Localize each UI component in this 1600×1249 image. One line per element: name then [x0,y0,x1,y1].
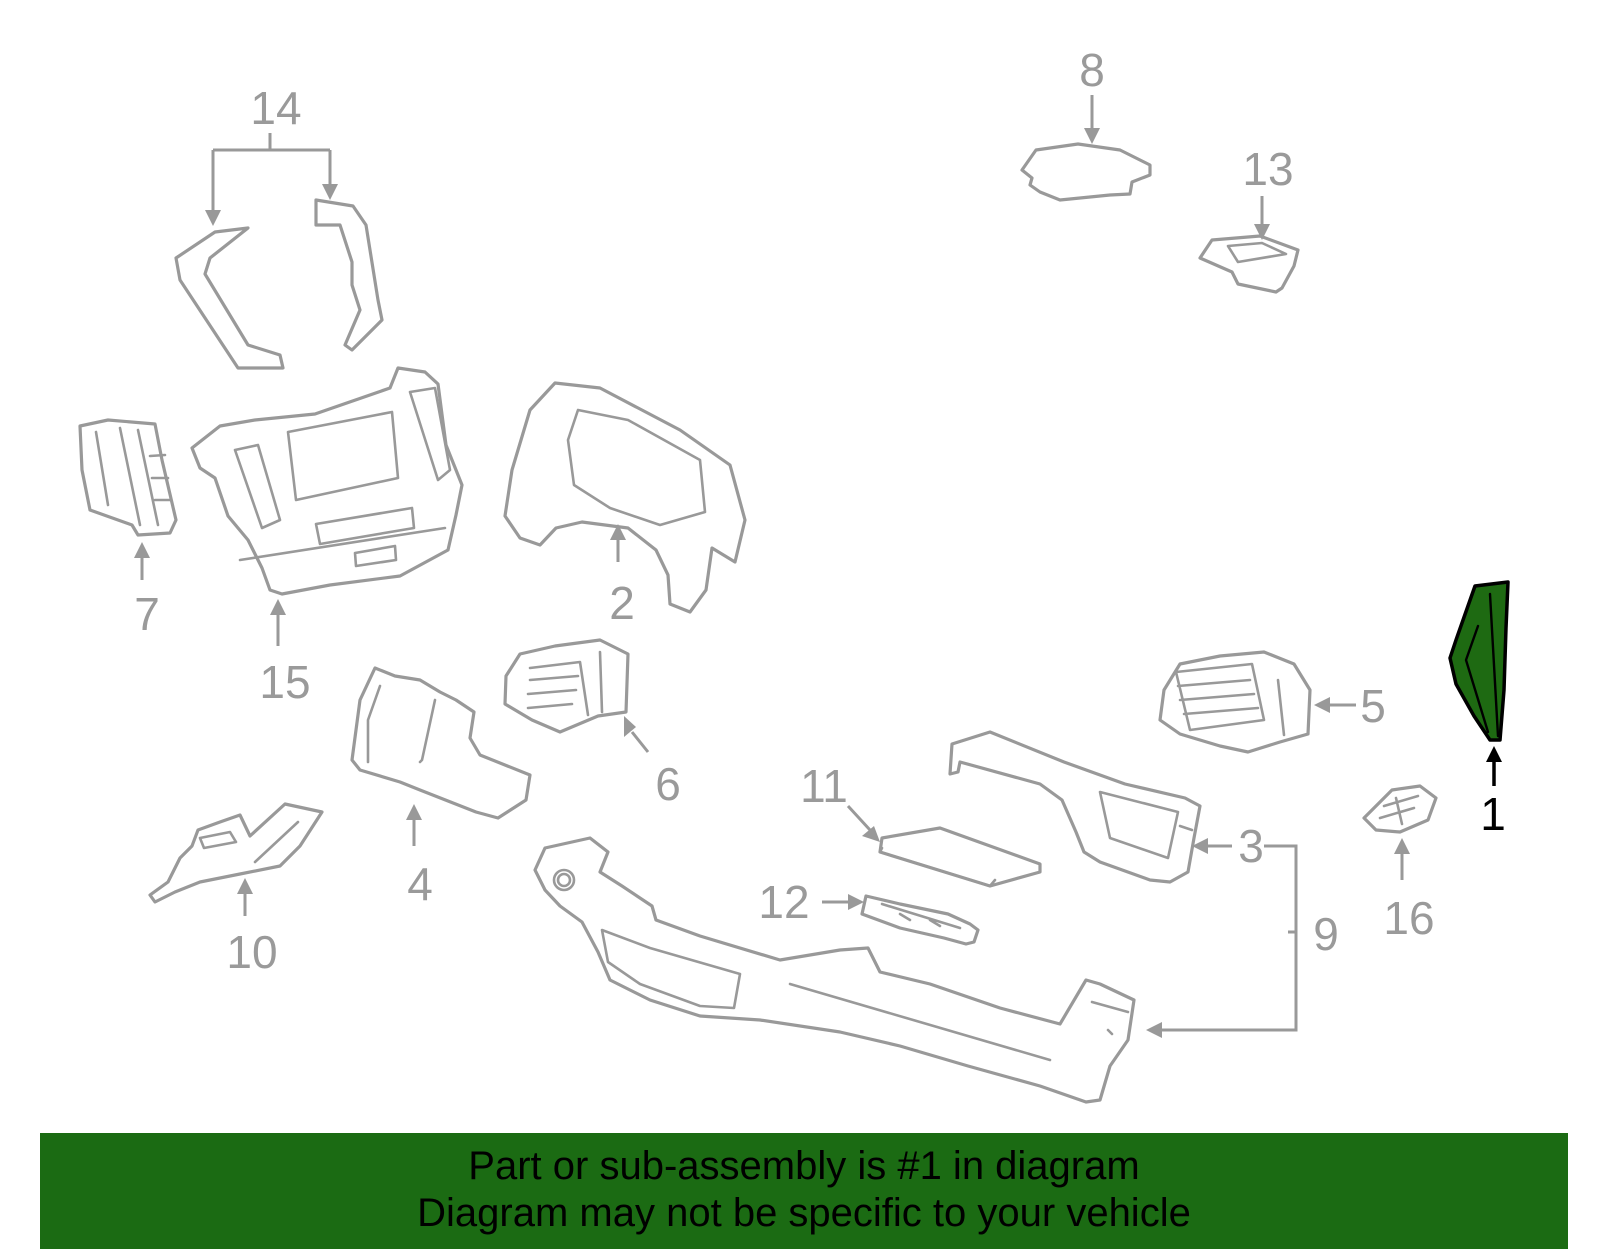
part-1-highlighted[interactable] [1448,580,1510,742]
callout-12[interactable]: 12 [758,876,809,928]
callout-7[interactable]: 7 [134,588,160,640]
part-10[interactable] [148,802,324,904]
callout-1[interactable]: 1 [1480,788,1506,840]
part-4[interactable] [350,666,532,820]
leader-14 [205,133,338,226]
leader-4 [406,804,422,846]
part-3[interactable] [948,730,1202,884]
leader-8 [1084,95,1100,144]
leader-10 [237,878,253,916]
leader-7 [134,542,150,580]
leader-9 [1146,844,1298,1038]
banner-line-1: Part or sub-assembly is #1 in diagram [468,1144,1140,1188]
part-12[interactable] [860,894,980,946]
banner-line-2: Diagram may not be specific to your vehi… [417,1191,1191,1235]
callout-2[interactable]: 2 [609,577,635,629]
callout-4[interactable]: 4 [407,858,433,910]
info-banner: Part or sub-assembly is #1 in diagram Di… [40,1133,1568,1249]
part-16[interactable] [1362,784,1438,834]
callout-16[interactable]: 16 [1383,892,1434,944]
callout-10[interactable]: 10 [226,926,277,978]
leader-12 [822,894,864,910]
callout-6[interactable]: 6 [655,758,681,810]
leader-5 [1314,697,1356,713]
part-9[interactable] [533,836,1136,1104]
leader-6 [624,716,650,753]
callout-5[interactable]: 5 [1360,680,1386,732]
part-14[interactable] [174,198,384,370]
part-8[interactable] [1020,142,1152,202]
callout-3[interactable]: 3 [1238,820,1264,872]
callout-15[interactable]: 15 [259,656,310,708]
part-11[interactable] [878,826,1042,888]
leader-16 [1394,838,1410,880]
part-5[interactable] [1158,650,1312,754]
leader-1 [1486,746,1502,786]
callout-9[interactable]: 9 [1313,908,1339,960]
leader-2 [610,524,626,562]
callout-14[interactable]: 14 [250,82,301,134]
part-7[interactable] [78,418,178,537]
callout-11[interactable]: 11 [800,760,848,812]
part-6[interactable] [503,638,630,734]
callout-13[interactable]: 13 [1242,143,1293,195]
part-2[interactable] [503,381,747,614]
leader-13 [1254,196,1270,240]
part-13[interactable] [1198,234,1300,294]
leader-15 [270,599,286,646]
leader-11 [846,804,880,842]
callout-8[interactable]: 8 [1079,44,1105,96]
leader-3 [1192,838,1232,854]
part-15[interactable] [190,366,464,596]
